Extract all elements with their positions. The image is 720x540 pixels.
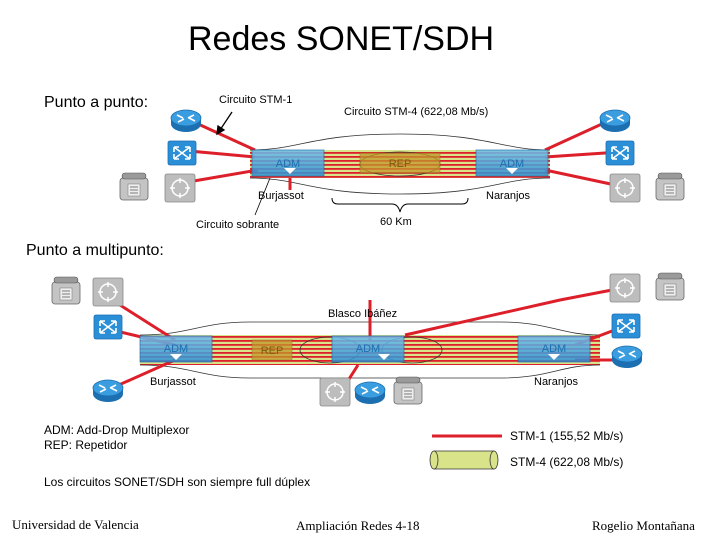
note-full-duplex: Los circuitos SONET/SDH son siempre full…	[44, 475, 311, 489]
router-icon	[170, 109, 202, 133]
router-icon	[611, 345, 643, 369]
switch-icon	[93, 314, 123, 340]
router-icon	[354, 381, 386, 405]
footer-right: Rogelio Montañana	[592, 518, 695, 533]
pbx-icon	[609, 273, 641, 303]
pbx-icon	[609, 173, 641, 203]
phone-icon	[119, 172, 149, 201]
label-circuito-stm4: Circuito STM-4 (622,08 Mb/s)	[344, 106, 489, 118]
label-circuito-sobrante: Circuito sobrante	[196, 219, 280, 231]
label-naranjos-top: Naranjos	[486, 190, 531, 202]
phone-icon	[655, 272, 685, 301]
router-icon	[599, 109, 631, 133]
label-60km: 60 Km	[380, 216, 412, 228]
phone-icon	[51, 276, 81, 305]
router-icon	[92, 379, 124, 403]
pbx-icon	[92, 277, 124, 307]
device-label-rep: REP	[389, 158, 412, 170]
label-burjassot-bottom: Burjassot	[150, 376, 196, 388]
adm-naranjos-top	[475, 149, 549, 177]
definition-adm: ADM: Add-Drop Multiplexor	[44, 423, 190, 437]
switch-icon	[167, 140, 197, 166]
device-label-rep: REP	[261, 345, 284, 357]
label-naranjos-bottom: Naranjos	[534, 376, 579, 388]
device-label-adm: ADM	[356, 343, 380, 355]
pointer-sobrante	[254, 177, 271, 216]
switch-icon	[605, 140, 635, 166]
rep-bottom	[251, 339, 293, 361]
legend-stm4-tube	[429, 450, 499, 470]
label-burjassot-top: Burjassot	[258, 190, 304, 202]
pbx-icon	[319, 377, 351, 407]
label-blasco-ibanez: Blasco Ibáñez	[328, 308, 398, 320]
device-label-adm: ADM	[542, 343, 566, 355]
pbx-icon	[164, 173, 196, 203]
device-label-adm: ADM	[500, 158, 524, 170]
page-title: Redes SONET/SDH	[188, 20, 495, 58]
adm-naranjos-bottom	[517, 335, 591, 363]
adm-burjassot-top	[251, 149, 325, 177]
footer-center: Ampliación Redes 4-18	[296, 518, 420, 533]
footer-left: Universidad de Valencia	[12, 517, 139, 532]
arrow-stm1	[216, 111, 233, 136]
section-punto-a-multipunto: Punto a multipunto:	[26, 242, 164, 259]
label-circuito-stm1: Circuito STM-1	[219, 94, 293, 106]
device-label-adm: ADM	[164, 343, 188, 355]
phone-icon	[655, 172, 685, 201]
adm-blasco	[331, 335, 405, 363]
switch-icon	[611, 313, 641, 339]
legend-stm4-label: STM-4 (622,08 Mb/s)	[510, 455, 624, 469]
km-brace	[331, 197, 469, 213]
device-label-adm: ADM	[276, 158, 300, 170]
phone-icon	[393, 376, 423, 405]
rep-top	[359, 152, 441, 174]
adm-burjassot-bottom	[139, 335, 213, 363]
legend-stm1-label: STM-1 (155,52 Mb/s)	[510, 429, 624, 443]
definition-rep: REP: Repetidor	[44, 438, 128, 452]
section-punto-a-punto: Punto a punto:	[44, 94, 149, 111]
